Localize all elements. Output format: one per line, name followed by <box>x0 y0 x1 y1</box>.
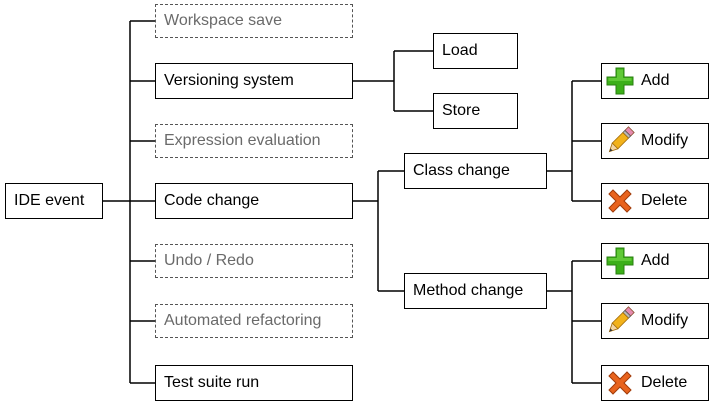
method-delete-label: Delete <box>641 374 688 391</box>
plus-icon <box>605 246 635 276</box>
test-suite-run-node: Test suite run <box>155 365 353 401</box>
method-modify-node: Modify <box>601 303 709 339</box>
load-node: Load <box>433 33 518 69</box>
automated-refactoring-node: Automated refactoring <box>155 304 353 338</box>
class-add-node: Add <box>601 63 709 99</box>
load-label: Load <box>442 42 478 59</box>
code-change-node: Code change <box>155 183 353 219</box>
ide-event-label: IDE event <box>14 192 85 209</box>
cross-icon <box>605 368 635 398</box>
method-modify-label: Modify <box>641 312 689 329</box>
class-delete-node: Delete <box>601 183 709 219</box>
method-change-node: Method change <box>404 273 547 309</box>
undo-redo-node: Undo / Redo <box>155 244 353 278</box>
code-change-label: Code change <box>164 192 260 209</box>
method-delete-node: Delete <box>601 365 709 401</box>
class-modify-label: Modify <box>641 132 689 149</box>
store-node: Store <box>433 93 518 129</box>
automated-refactoring-label: Automated refactoring <box>164 312 322 329</box>
test-suite-run-label: Test suite run <box>164 374 260 391</box>
class-modify-node: Modify <box>601 123 709 159</box>
class-add-label: Add <box>641 72 670 89</box>
class-change-node: Class change <box>404 153 547 189</box>
expression-evaluation-node: Expression evaluation <box>155 124 353 158</box>
ide-event-node: IDE event <box>5 183 103 219</box>
undo-redo-label: Undo / Redo <box>164 252 254 269</box>
method-add-node: Add <box>601 243 709 279</box>
plus-icon <box>605 66 635 96</box>
store-label: Store <box>442 102 481 119</box>
versioning-system-node: Versioning system <box>155 63 353 99</box>
cross-icon <box>605 186 635 216</box>
class-change-label: Class change <box>413 162 510 179</box>
workspace-save-label: Workspace save <box>164 12 282 29</box>
expression-evaluation-label: Expression evaluation <box>164 132 321 149</box>
pencil-icon <box>605 126 635 156</box>
class-delete-label: Delete <box>641 192 688 209</box>
versioning-system-label: Versioning system <box>164 72 294 89</box>
pencil-icon <box>605 306 635 336</box>
method-change-label: Method change <box>413 282 524 299</box>
method-add-label: Add <box>641 252 670 269</box>
workspace-save-node: Workspace save <box>155 4 353 38</box>
